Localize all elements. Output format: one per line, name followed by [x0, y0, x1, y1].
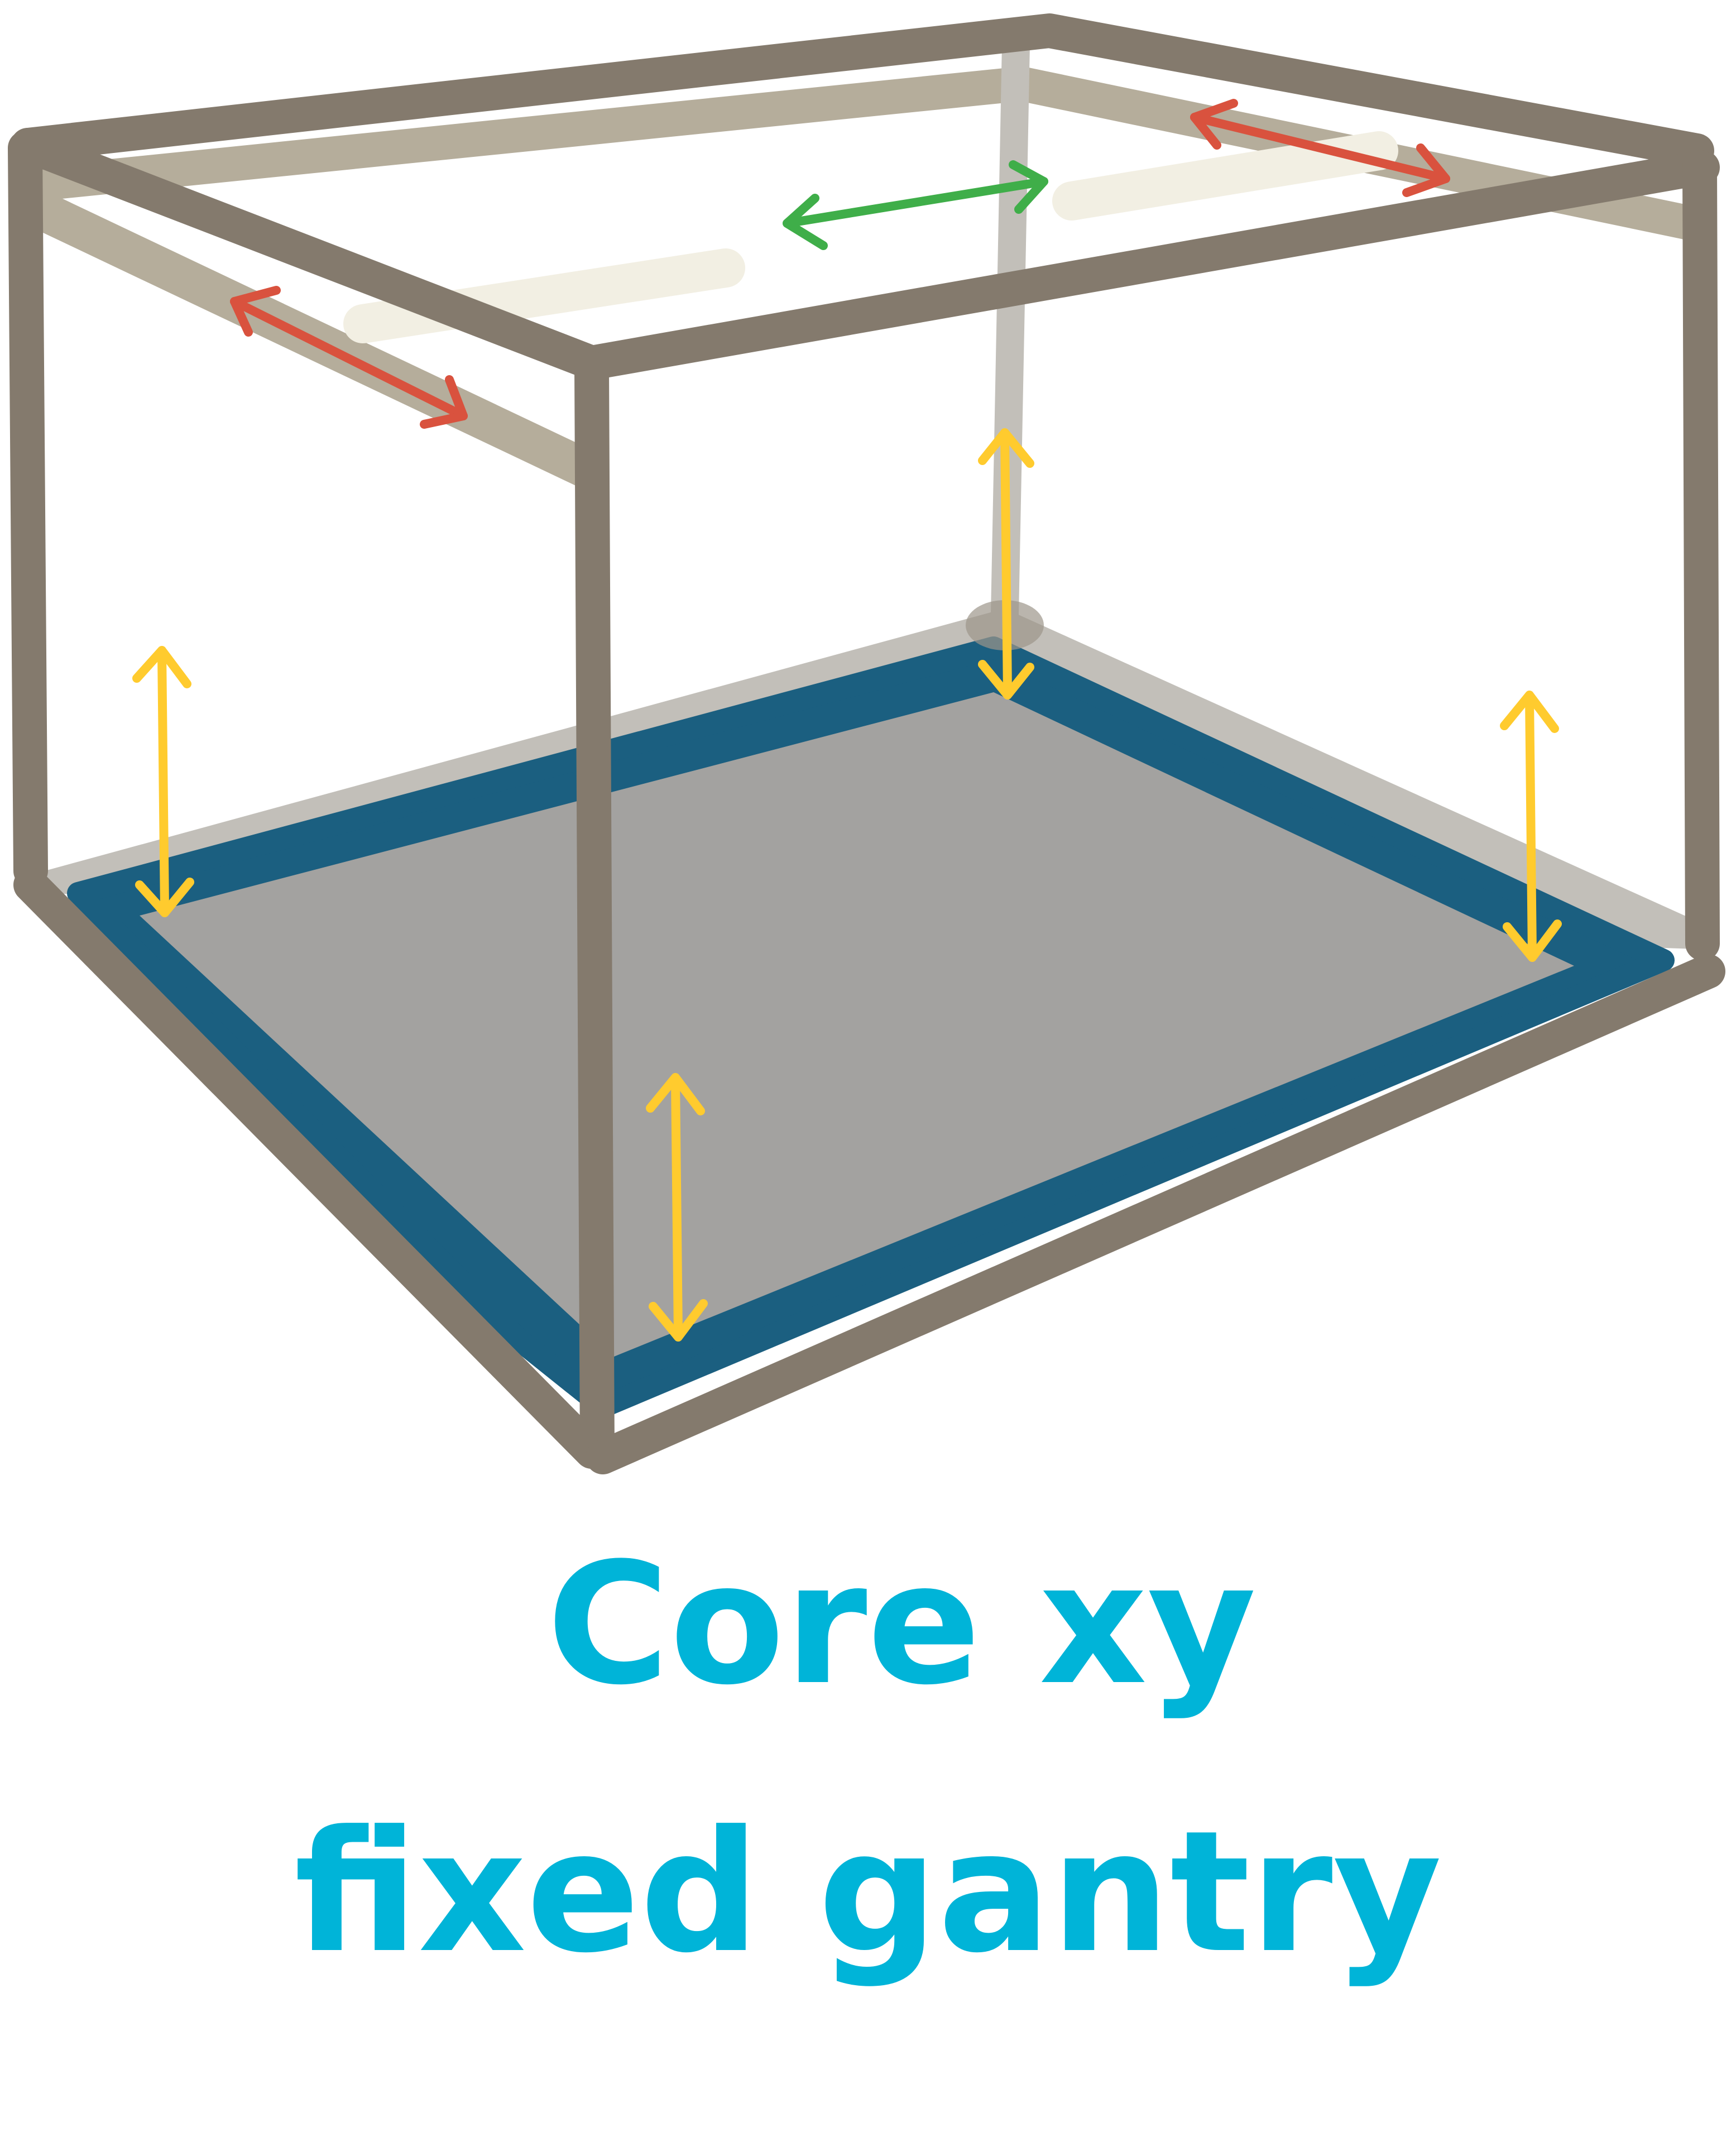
frame-top-back — [11, 13, 1714, 168]
frame-bottom-right — [586, 954, 1725, 1474]
z-axis-arrow-front — [646, 1073, 708, 1342]
z-axis-arrow-left — [132, 646, 194, 917]
corexy-frame-diagram — [8, 13, 1725, 1474]
print-bed — [67, 600, 1675, 1418]
gantry-rail-right — [1052, 131, 1398, 221]
frame-bottom-left — [13, 868, 609, 1469]
z-axis-arrow-center — [978, 428, 1034, 700]
caption-subtitle: fixed gantry — [294, 1795, 1442, 1990]
z-axis-arrow-right — [1500, 691, 1562, 962]
y-axis-arrow-left — [230, 286, 468, 429]
frame-post-right — [1682, 150, 1720, 961]
z-axis-arrows — [132, 428, 1562, 1342]
back-rail-top — [16, 66, 1039, 202]
frame-post-front — [574, 351, 615, 1469]
bed-surface — [140, 692, 1574, 1357]
red-arrows — [230, 99, 1450, 429]
caption-title: Core xy — [546, 1527, 1257, 1722]
y-axis-arrow-right — [1190, 99, 1450, 197]
front-frame — [8, 13, 1725, 1474]
x-axis-arrow — [783, 160, 1048, 250]
frame-post-left — [8, 131, 48, 888]
